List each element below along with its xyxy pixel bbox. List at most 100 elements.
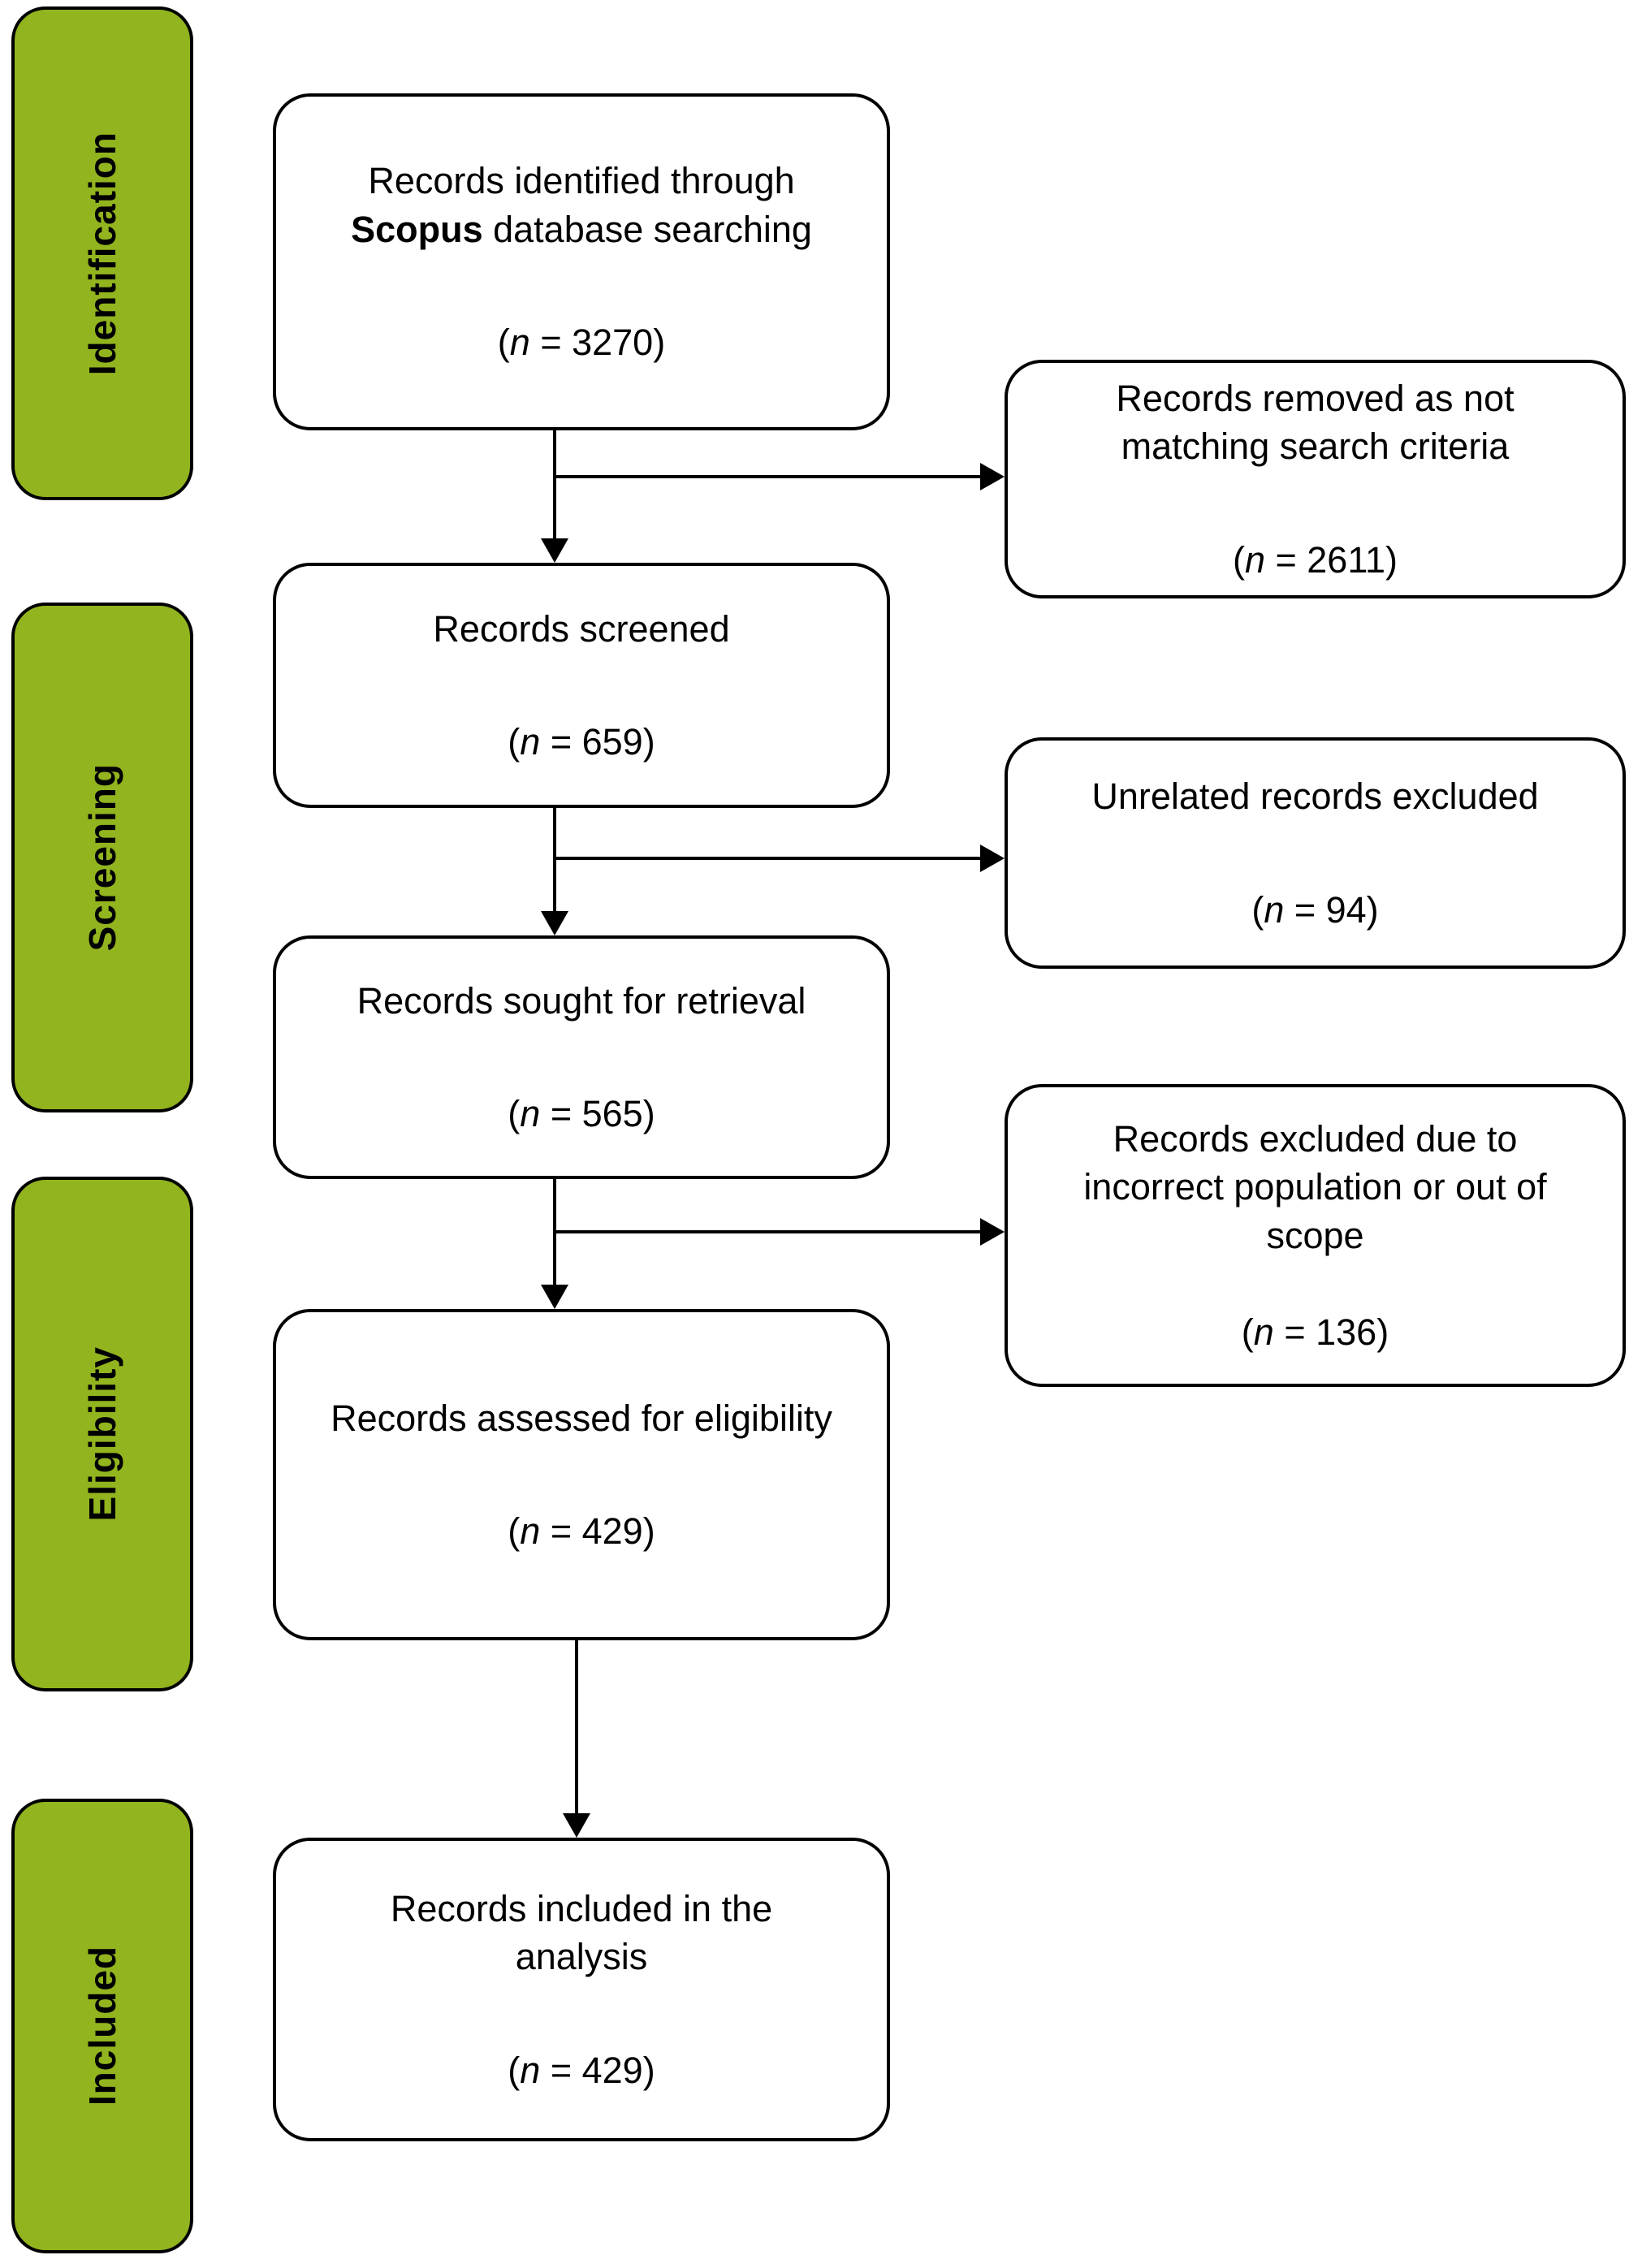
text-line: Records excluded due to xyxy=(1083,1115,1546,1163)
branch-arrow-to-out-of-scope xyxy=(555,1218,1005,1246)
arrow-shaft xyxy=(555,1230,983,1233)
count-value: = 2611) xyxy=(1264,538,1398,581)
record-count: (n = 429) xyxy=(508,2046,655,2094)
flow-box-records-assessed: Records assessed for eligibility (n = 42… xyxy=(273,1309,890,1640)
record-count: (n = 136) xyxy=(1242,1308,1389,1356)
stage-label-screening: Screening xyxy=(81,763,123,952)
flow-box-records-included: Records included in the analysis (n = 42… xyxy=(273,1838,890,2141)
count-n-symbol: n xyxy=(520,1510,541,1552)
count-n-symbol: n xyxy=(520,1093,541,1134)
stage-box-identification: Identification xyxy=(11,6,193,500)
exclusion-box-out-of-scope: Records excluded due to incorrect popula… xyxy=(1005,1084,1626,1387)
text-line-1: Records sought for retrieval xyxy=(356,979,806,1022)
text-line: Records screened xyxy=(433,605,729,653)
branch-arrow-to-removed xyxy=(555,463,1005,490)
count-open-paren: ( xyxy=(508,1093,521,1134)
arrow-shaft xyxy=(555,475,983,478)
text-line: matching search criteria xyxy=(1116,422,1514,470)
arrow-head-right xyxy=(980,463,1005,490)
count-open-paren: ( xyxy=(508,1510,521,1552)
count-n-symbol: n xyxy=(1244,538,1265,581)
text-line-1: Records screened xyxy=(433,607,730,650)
stage-box-eligibility: Eligibility xyxy=(11,1177,193,1691)
count-value: = 3270) xyxy=(529,322,666,364)
count-n-symbol: n xyxy=(520,721,541,762)
arrow-head-down xyxy=(541,538,568,563)
text-line: incorrect population or out of xyxy=(1083,1163,1546,1211)
arrow-head-down xyxy=(541,1285,568,1309)
stage-box-included: Included xyxy=(11,1799,193,2253)
arrow-head-right xyxy=(980,845,1005,872)
text-line: Scopus database searching xyxy=(351,205,812,253)
arrow-shaft xyxy=(575,1640,578,1813)
text-line-3: scope xyxy=(1266,1214,1364,1256)
flow-box-records-sought: Records sought for retrieval (n = 565) xyxy=(273,935,890,1179)
record-count: (n = 565) xyxy=(508,1090,655,1138)
exclusion-box-removed: Records removed as not matching search c… xyxy=(1005,360,1626,598)
text-line: Records included in the xyxy=(391,1885,772,1933)
arrow-identified-to-screened xyxy=(541,430,568,563)
count-open-paren: ( xyxy=(508,2049,521,2091)
count-value: = 565) xyxy=(540,1093,655,1134)
count-open-paren: ( xyxy=(497,322,510,364)
text-line: Records assessed for eligibility xyxy=(331,1394,832,1442)
text-line: scope xyxy=(1083,1212,1546,1259)
record-count: (n = 3270) xyxy=(498,318,665,366)
branch-arrow-to-unrelated xyxy=(555,845,1005,872)
count-value: = 136) xyxy=(1273,1311,1389,1353)
arrow-shaft xyxy=(555,857,983,860)
flow-box-title: Records sought for retrieval xyxy=(357,977,806,1025)
text-line-2: database searching xyxy=(482,208,812,250)
stage-label-identification: Identification xyxy=(81,131,123,376)
flow-box-title: Records assessed for eligibility xyxy=(331,1394,832,1442)
stage-label-included: Included xyxy=(81,1946,123,2106)
record-count: (n = 429) xyxy=(508,1507,655,1555)
exclusion-box-title: Unrelated records excluded xyxy=(1091,772,1538,820)
exclusion-box-title: Records excluded due to incorrect popula… xyxy=(1083,1115,1546,1259)
stage-label-eligibility: Eligibility xyxy=(81,1346,123,1522)
flow-box-title: Records screened xyxy=(433,605,729,653)
text-line-1: Records removed as not xyxy=(1116,377,1515,419)
text-line-1: Records assessed for eligibility xyxy=(331,1397,832,1439)
arrow-head-down xyxy=(541,911,568,935)
stage-box-screening: Screening xyxy=(11,603,193,1112)
count-open-paren: ( xyxy=(508,721,521,762)
arrow-head-down xyxy=(563,1813,590,1838)
flow-box-records-identified: Records identified through Scopus databa… xyxy=(273,93,890,430)
count-n-symbol: n xyxy=(1264,888,1285,931)
count-open-paren: ( xyxy=(1241,1311,1254,1353)
text-line-1: Records excluded due to xyxy=(1113,1117,1518,1160)
text-line-1: Records identified through xyxy=(368,160,795,202)
count-value: = 429) xyxy=(540,1510,655,1552)
count-value: = 429) xyxy=(540,2049,655,2091)
flow-box-records-screened: Records screened (n = 659) xyxy=(273,563,890,808)
arrow-shaft xyxy=(553,430,556,538)
count-open-paren: ( xyxy=(1251,888,1264,931)
count-open-paren: ( xyxy=(1232,538,1245,581)
text-line: Unrelated records excluded xyxy=(1091,772,1538,820)
text-line-1: Unrelated records excluded xyxy=(1091,775,1539,818)
text-line: Records removed as not xyxy=(1116,374,1514,422)
text-scopus-bold: Scopus xyxy=(351,208,483,250)
text-line: analysis xyxy=(391,1933,772,1981)
record-count: (n = 659) xyxy=(508,718,655,766)
text-line-1: Records included in the xyxy=(390,1887,773,1929)
count-n-symbol: n xyxy=(509,322,530,364)
text-line-2: matching search criteria xyxy=(1121,426,1510,468)
arrow-assessed-to-included xyxy=(563,1640,590,1838)
record-count: (n = 2611) xyxy=(1233,536,1398,584)
text-line-2: analysis xyxy=(515,1936,648,1978)
text-line-2: incorrect population or out of xyxy=(1083,1166,1547,1208)
count-n-symbol: n xyxy=(520,2049,541,2091)
exclusion-box-title: Records removed as not matching search c… xyxy=(1116,374,1514,471)
text-line: Records identified through xyxy=(351,157,812,205)
flow-box-title: Records identified through Scopus databa… xyxy=(351,157,812,253)
count-n-symbol: n xyxy=(1253,1311,1274,1353)
arrow-head-right xyxy=(980,1218,1005,1246)
record-count: (n = 94) xyxy=(1251,886,1378,934)
count-value: = 659) xyxy=(540,721,655,762)
text-line: Records sought for retrieval xyxy=(357,977,806,1025)
exclusion-box-unrelated: Unrelated records excluded (n = 94) xyxy=(1005,737,1626,969)
flow-box-title: Records included in the analysis xyxy=(391,1885,772,1981)
